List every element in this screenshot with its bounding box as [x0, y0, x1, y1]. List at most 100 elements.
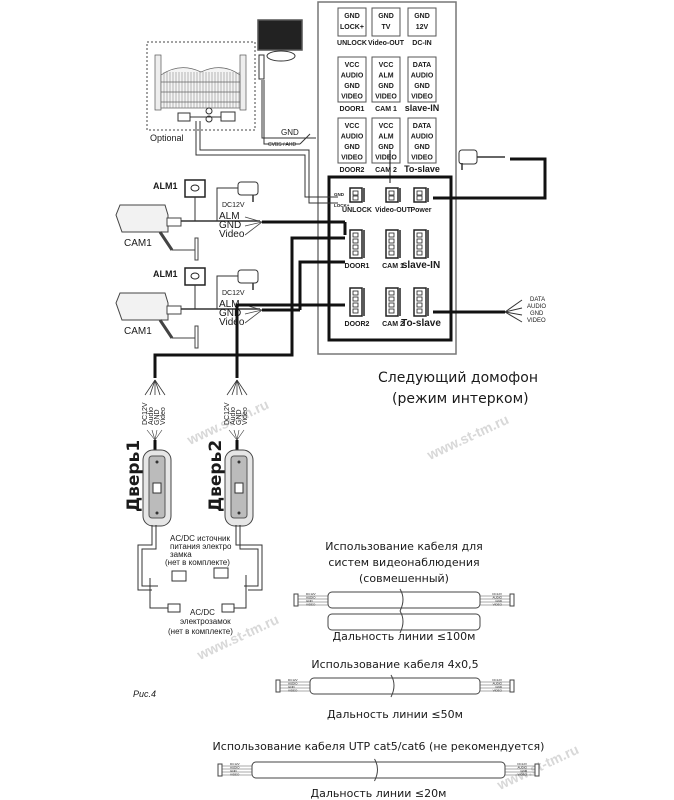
terminal-label: CAM 1: [375, 106, 397, 113]
cable-wire-label: VIDEO: [493, 689, 503, 693]
door-name: Дверь2: [206, 440, 226, 512]
cable-type: Использование кабеля 4x0,5DC12VAUDIOGNDV…: [275, 658, 515, 721]
cable-wire-label: DC12V: [288, 678, 298, 682]
unlock-pin-label: GND: [334, 192, 345, 197]
cable-wire-label: GND: [495, 685, 503, 689]
terminal-pin-label: GND: [378, 13, 394, 20]
terminal-pin-label: AUDIO: [411, 73, 434, 80]
terminal-pin-label: GND: [414, 144, 430, 151]
door-wiring: [153, 236, 345, 378]
camera-wire-label: GND: [219, 220, 241, 231]
slave-wire-label: GND: [530, 311, 544, 317]
optional-box: [146, 41, 256, 131]
connector: CAM 2: [382, 287, 404, 328]
monitor: GND CVBS / AHD: [257, 19, 316, 148]
cable-wire-label: VIDEO: [306, 603, 316, 607]
connector: To-slave: [401, 287, 441, 329]
slave-wire-label: VIDEO: [527, 318, 546, 324]
terminal-label: To-slave: [404, 164, 440, 174]
camera-wire-label: ALM: [219, 211, 240, 222]
cable-title: Использование кабеля 4x0,5: [311, 658, 478, 671]
terminal-label: UNLOCK: [337, 40, 367, 47]
terminal-label: CAM 2: [375, 167, 397, 174]
monitor-signal-label: CVBS / AHD: [268, 142, 296, 148]
cable-type: Использование кабеля UTP cat5/cat6 (не р…: [213, 740, 545, 800]
connector-label: Power: [410, 207, 431, 214]
slave-output: DATA AUDIO GND VIDEO: [433, 297, 546, 324]
cable-wire-label: VIDEO: [288, 689, 298, 693]
terminal-pin-label: VIDEO: [341, 155, 363, 162]
terminal-pin-label: VIDEO: [411, 155, 433, 162]
terminal-pin-label: ALM: [378, 73, 393, 80]
cable-wire-label: DC12V: [230, 762, 240, 766]
terminal-pin-label: GND: [414, 13, 430, 20]
terminal-label: DC-IN: [412, 40, 431, 47]
cable-range: Дальность линии ≤100м: [333, 630, 476, 643]
dc-power-plug: [433, 149, 547, 200]
cable-range: Дальность линии ≤20м: [311, 787, 447, 800]
connector: CAM 1: [382, 229, 404, 270]
door-wire-label: Audio: [230, 407, 237, 425]
psu-label: AC/DC источник: [170, 534, 230, 543]
cable-title: Использование кабеля для: [325, 540, 482, 553]
cable-wire-label: GND: [306, 599, 314, 603]
gate-cable: [199, 121, 338, 204]
cable-sheath: [251, 761, 506, 779]
lock-wiring: [137, 525, 263, 613]
terminal-pin-label: GND: [344, 144, 360, 151]
connector-label: CAM 2: [382, 321, 404, 328]
next-intercom-line2: (режим интерком): [392, 391, 529, 407]
connector: slave-IN: [402, 229, 440, 271]
cable-sheath: [327, 613, 481, 631]
monitor-screen: [257, 19, 303, 51]
connector: Video-OUT: [375, 187, 412, 214]
cable-title: (совмешенный): [359, 572, 449, 585]
terminal-pin-label: LOCK+: [340, 24, 364, 31]
cable-sheath: [309, 677, 481, 695]
cable-sheath: [327, 591, 481, 609]
camera-wire-label: Video: [219, 229, 245, 240]
connector: Power: [410, 187, 432, 214]
gate-lock: [177, 112, 191, 122]
door-wire-label: Audio: [148, 407, 155, 425]
terminal-pin-label: GND: [414, 83, 430, 90]
cable-wire-label: AUDIO: [230, 766, 240, 770]
psu-label: (нет в комплекте): [165, 558, 230, 567]
monitor-plug: [258, 54, 265, 80]
terminal-pin-label: GND: [378, 83, 394, 90]
cable-wire-label: AUDIO: [492, 596, 502, 600]
door-wire-label: Video: [160, 407, 167, 425]
slave-wire-label: DATA: [530, 297, 545, 303]
psu-label: питания электро: [170, 542, 232, 551]
door-wire-label: DC12V: [224, 402, 231, 425]
terminal-pin-label: AUDIO: [341, 134, 364, 141]
gate-post: [154, 54, 162, 111]
connector-label: CAM 1: [382, 263, 404, 270]
connector: UNLOCK: [342, 187, 372, 214]
gate-cable: [195, 121, 338, 198]
terminal-pin-label: GND: [344, 83, 360, 90]
door-name: Дверь1: [124, 440, 144, 512]
camera-wire-label: GND: [219, 308, 241, 319]
terminal-pin-label: VCC: [379, 62, 394, 69]
terminal-pin-label: VIDEO: [411, 94, 433, 101]
cable-wire-label: VIDEO: [518, 773, 528, 777]
cable-wire-label: GND: [288, 685, 296, 689]
cable-title: систем видеонаблюдения: [328, 556, 479, 569]
power-adapter: [220, 111, 236, 122]
cable-wire-label: GND: [495, 599, 503, 603]
panel-terminals: GNDLOCK+UNLOCKGNDTVVideo-OUTGND12VDC-INV…: [337, 7, 440, 174]
camera-wire-label: DC12V: [222, 202, 245, 209]
lock-label: AC/DC: [190, 608, 215, 617]
connector-label: DOOR2: [345, 321, 370, 328]
cable-wire-label: AUDIO: [288, 682, 298, 686]
cable-wire-label: VIDEO: [230, 773, 240, 777]
figure-label: Рис.4: [133, 689, 156, 699]
camera-name: CAM1: [124, 326, 152, 337]
